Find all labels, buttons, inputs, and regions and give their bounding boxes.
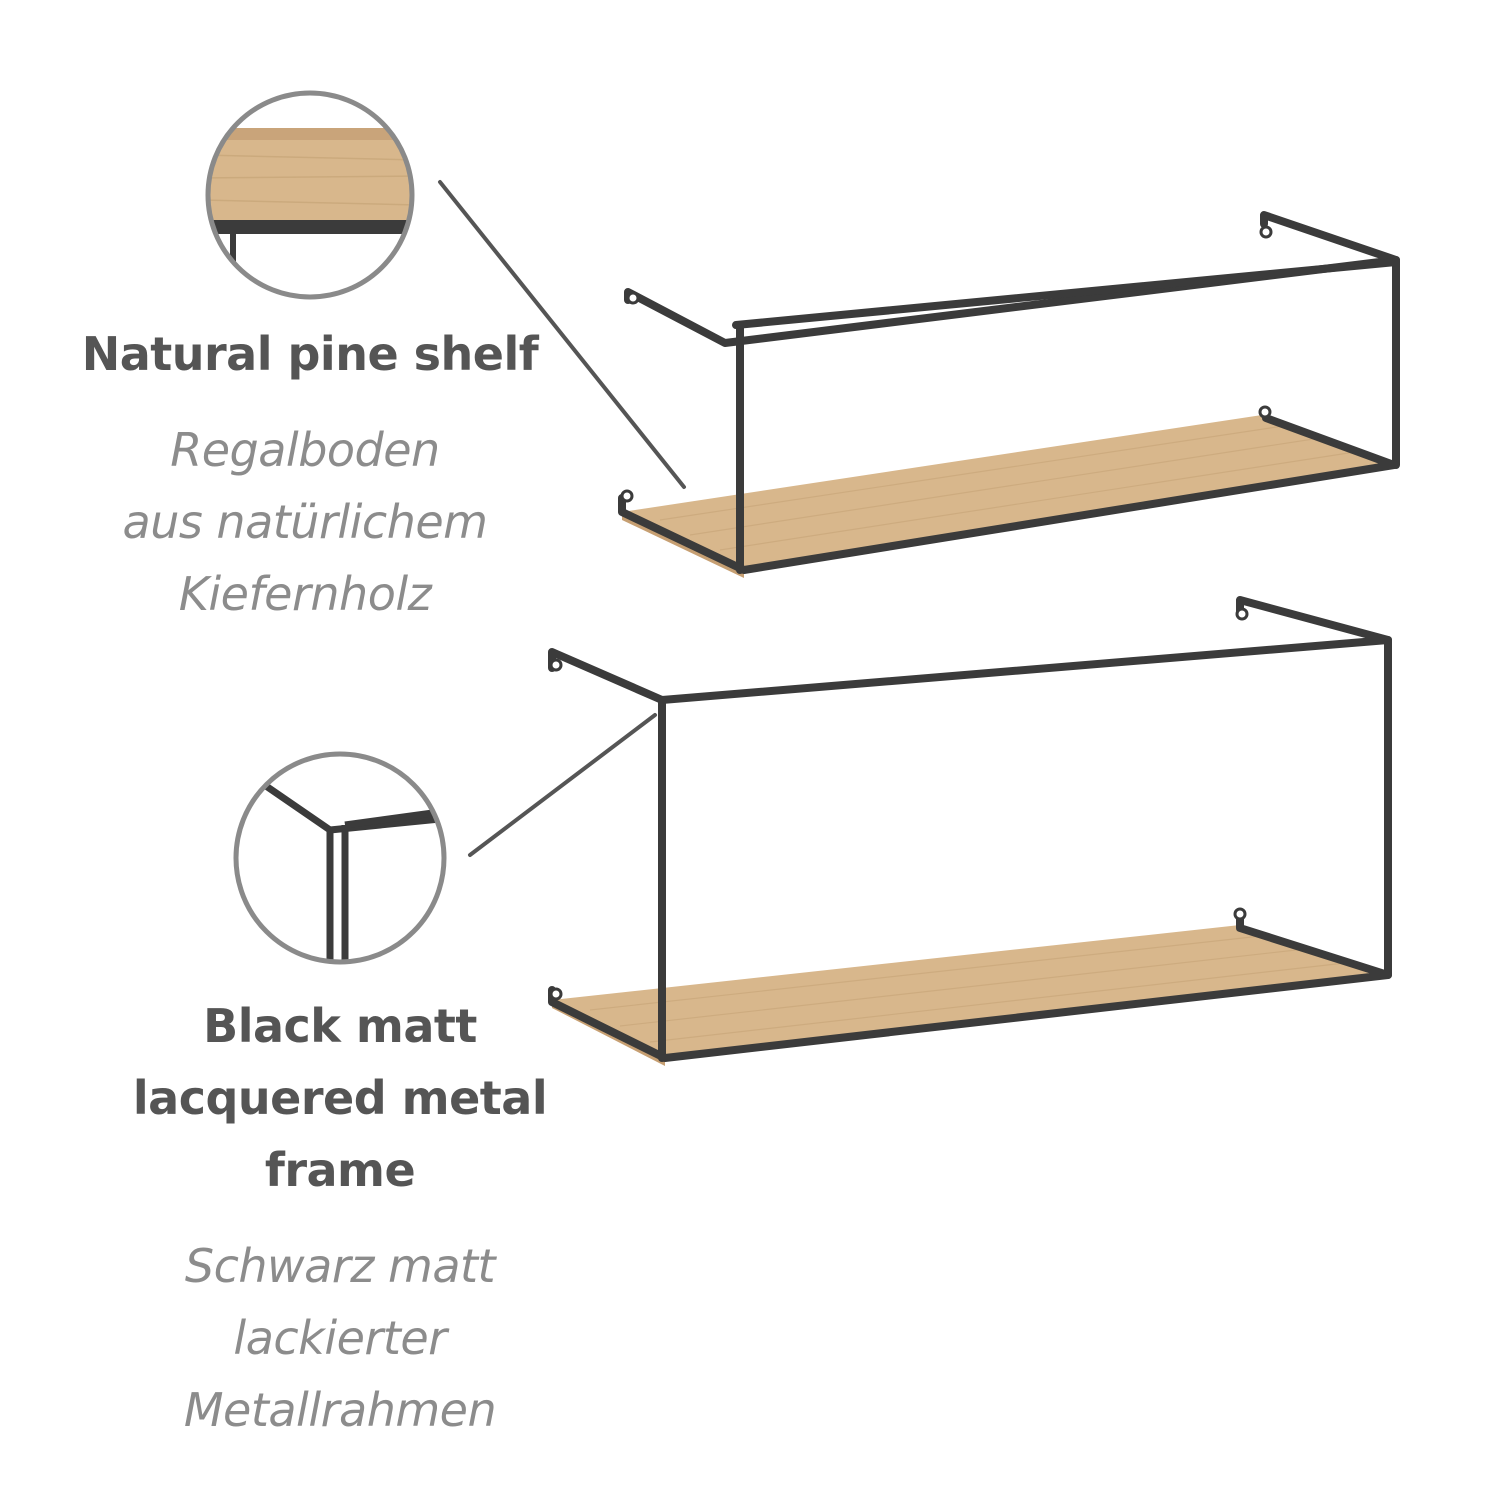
shelf-caption-de-line-2: aus natürlichem [122, 495, 489, 549]
shelf-caption-en-line: Natural pine shelf [81, 327, 539, 381]
shelf-caption-en: Natural pine shelf [60, 318, 560, 390]
wood-callout-leader [438, 180, 686, 489]
lower-shelf-board [552, 925, 1385, 1058]
upper-shelf-mounting-holes [620, 225, 1273, 503]
frame-caption-en-line-2: lacquered metal [132, 1071, 548, 1125]
lower-wall-shelf [548, 596, 1392, 1066]
frame-caption-en: Black matt lacquered metal frame [90, 990, 590, 1206]
lower-shelf-grain [589, 934, 1346, 1043]
shelf-caption-de-line-3: Kiefernholz [178, 567, 432, 621]
upper-shelf-board [622, 415, 1394, 570]
wood-detail-icon [208, 93, 412, 297]
shelf-caption-de-line-1: Regalboden [170, 423, 440, 477]
frame-corner-callout [233, 713, 657, 965]
lower-shelf-frame [548, 596, 1392, 1062]
upper-wall-shelf [618, 211, 1400, 578]
frame-caption-en-line-1: Black matt [203, 999, 477, 1053]
frame-caption-en-line-3: frame [264, 1143, 416, 1197]
frame-callout-leader [468, 713, 657, 857]
frame-caption-de: Schwarz matt lackierter Metallrahmen [90, 1230, 590, 1446]
shelf-caption-de: Regalboden aus natürlichem Kiefernholz [50, 414, 560, 630]
frame-caption-de-line-3: Metallrahmen [183, 1383, 497, 1437]
frame-caption-de-line-1: Schwarz matt [184, 1239, 496, 1293]
frame-corner-ring [233, 751, 447, 965]
frame-corner-detail-icon [236, 754, 444, 962]
lower-shelf-mounting-holes [549, 607, 1249, 1001]
wood-detail-callout [205, 90, 686, 489]
wood-detail-ring [205, 90, 415, 300]
upper-shelf-grain [659, 424, 1356, 551]
frame-caption-de-line-2: lackierter [233, 1311, 447, 1365]
